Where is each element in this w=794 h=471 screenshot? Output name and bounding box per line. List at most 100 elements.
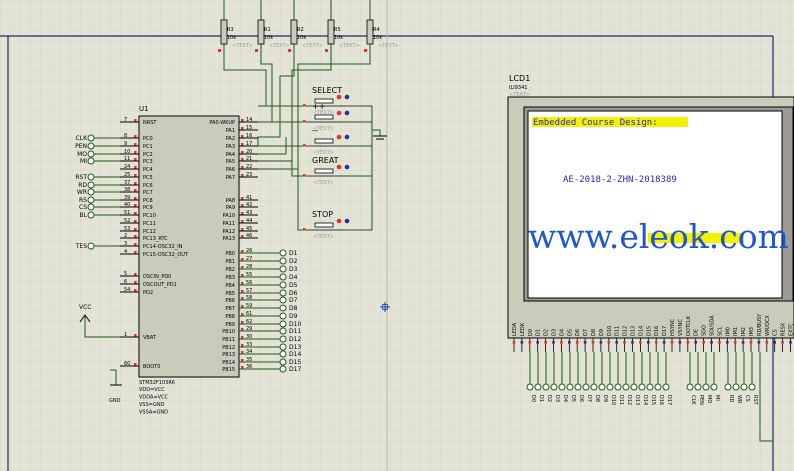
net-terminal[interactable] [724, 383, 732, 391]
lcd-pin-d14[interactable]: D14 [638, 326, 644, 352]
lcd-net-rd[interactable]: RD [724, 352, 734, 402]
lcd-net-d16[interactable]: D16 [654, 352, 664, 405]
lcd-net-mo[interactable]: MO [702, 352, 712, 403]
lcd-pin-sdi-sda[interactable]: SDI/SDA [710, 315, 716, 352]
net-terminal[interactable] [87, 196, 95, 204]
net-terminal[interactable] [87, 157, 95, 165]
net-terminal[interactable] [87, 150, 95, 158]
lcd-net-rst[interactable]: RST [748, 352, 758, 406]
net-terminal[interactable] [622, 383, 630, 391]
lcd-net-d4[interactable]: D4 [558, 352, 568, 402]
net-terminal[interactable] [662, 383, 670, 391]
lcd-net-mi[interactable]: MI [710, 352, 720, 401]
lcd-net-d6[interactable]: D6 [574, 352, 584, 402]
button-5[interactable]: STOP<TEXT> [303, 210, 350, 240]
net-terminal[interactable] [279, 249, 287, 257]
net-terminal[interactable] [87, 134, 95, 142]
net-terminal[interactable] [582, 383, 590, 391]
lcd-pin-d15[interactable]: D15 [646, 326, 652, 352]
net-terminal[interactable] [686, 383, 694, 391]
net-terminal[interactable] [702, 383, 710, 391]
net-terminal[interactable] [526, 383, 534, 391]
lcd-net-d15[interactable]: D15 [646, 352, 656, 405]
net-terminal[interactable] [279, 365, 287, 373]
button-4[interactable]: GREAT<TEXT> [303, 156, 350, 186]
net-terminal[interactable] [279, 281, 287, 289]
net-terminal[interactable] [87, 242, 95, 250]
lcd-net-pen[interactable]: PEN [694, 352, 704, 405]
net-terminal[interactable] [279, 358, 287, 366]
lcd-pin-de[interactable]: DE [694, 329, 700, 352]
lcd-pin-sdo[interactable]: SDO [702, 325, 708, 352]
net-terminal[interactable] [542, 383, 550, 391]
lcd-pin-scl[interactable]: SCL [717, 326, 723, 352]
net-terminal[interactable] [694, 383, 702, 391]
lcd-pin-resx[interactable]: RESX [781, 322, 787, 352]
net-terminal[interactable] [534, 383, 542, 391]
lcd-net-d12[interactable]: D12 [622, 352, 632, 405]
lcd-net-d2[interactable]: D2 [542, 352, 552, 402]
lcd-pin-d10[interactable]: D10 [607, 326, 613, 352]
lcd-pin-d2[interactable]: D2 [544, 329, 550, 352]
net-terminal[interactable] [87, 181, 95, 189]
lcd-pin-leda[interactable]: LEDA [512, 322, 518, 352]
net-terminal[interactable] [87, 173, 95, 181]
net-terminal[interactable] [748, 383, 756, 391]
net-terminal[interactable] [279, 320, 287, 328]
button-3[interactable]: --<TEXT> [303, 126, 350, 156]
net-terminal[interactable] [590, 383, 598, 391]
lcd-pin-wr-dcx[interactable]: WR/DCX [765, 315, 771, 352]
lcd-net-cs[interactable]: CS [740, 352, 750, 402]
lcd-net-d5[interactable]: D5 [566, 352, 576, 402]
net-terminal[interactable] [87, 142, 95, 150]
lcd-net-d3[interactable]: D3 [550, 352, 560, 402]
net-terminal[interactable] [566, 383, 574, 391]
lcd-net-clk[interactable]: CLK [686, 352, 696, 405]
lcd-pin-im0[interactable]: IM0 [725, 327, 731, 352]
lcd-net-d7[interactable]: D7 [582, 352, 592, 402]
net-terminal[interactable] [87, 211, 95, 219]
lcd-pin-d7[interactable]: D7 [583, 329, 589, 352]
lcd-net-d8[interactable]: D8 [590, 352, 600, 402]
lcd-pin-hsync[interactable]: HSYNC [670, 318, 676, 352]
net-terminal[interactable] [279, 304, 287, 312]
lcd-pin-d16[interactable]: D16 [654, 326, 660, 352]
mcu-body[interactable] [138, 115, 240, 378]
lcd-net-d10[interactable]: D10 [606, 352, 616, 405]
net-terminal[interactable] [279, 343, 287, 351]
net-terminal[interactable] [279, 273, 287, 281]
